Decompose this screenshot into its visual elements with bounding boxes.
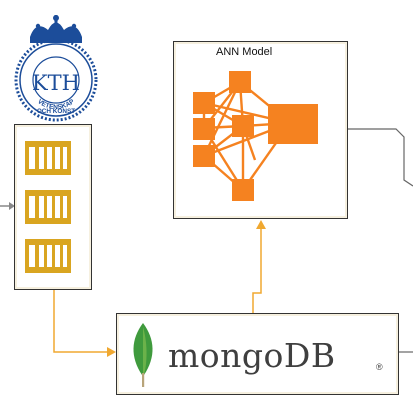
mongodb-registered-mark: ®: [376, 362, 383, 372]
logo-kth-text: KTH: [32, 71, 80, 95]
message-queue-icon: [25, 141, 71, 175]
mongodb-leaf-icon: [133, 323, 153, 387]
db-to-ann-arrow: [252, 220, 266, 313]
mongodb-box: [116, 313, 399, 395]
logo-ring-text-2: OCH KONST: [37, 108, 75, 115]
ann-output-line: [348, 128, 413, 187]
queue-to-db-arrow: [53, 290, 116, 357]
mongodb-wordmark: mongoDB: [168, 336, 336, 375]
ann-model-title: ANN Model: [216, 46, 273, 58]
message-queue-icon: [25, 239, 71, 273]
kth-logo: KTH VETENSKAP OCH KONST: [14, 15, 98, 122]
incoming-arrow: [0, 202, 15, 210]
message-queue-icon: [25, 190, 71, 224]
